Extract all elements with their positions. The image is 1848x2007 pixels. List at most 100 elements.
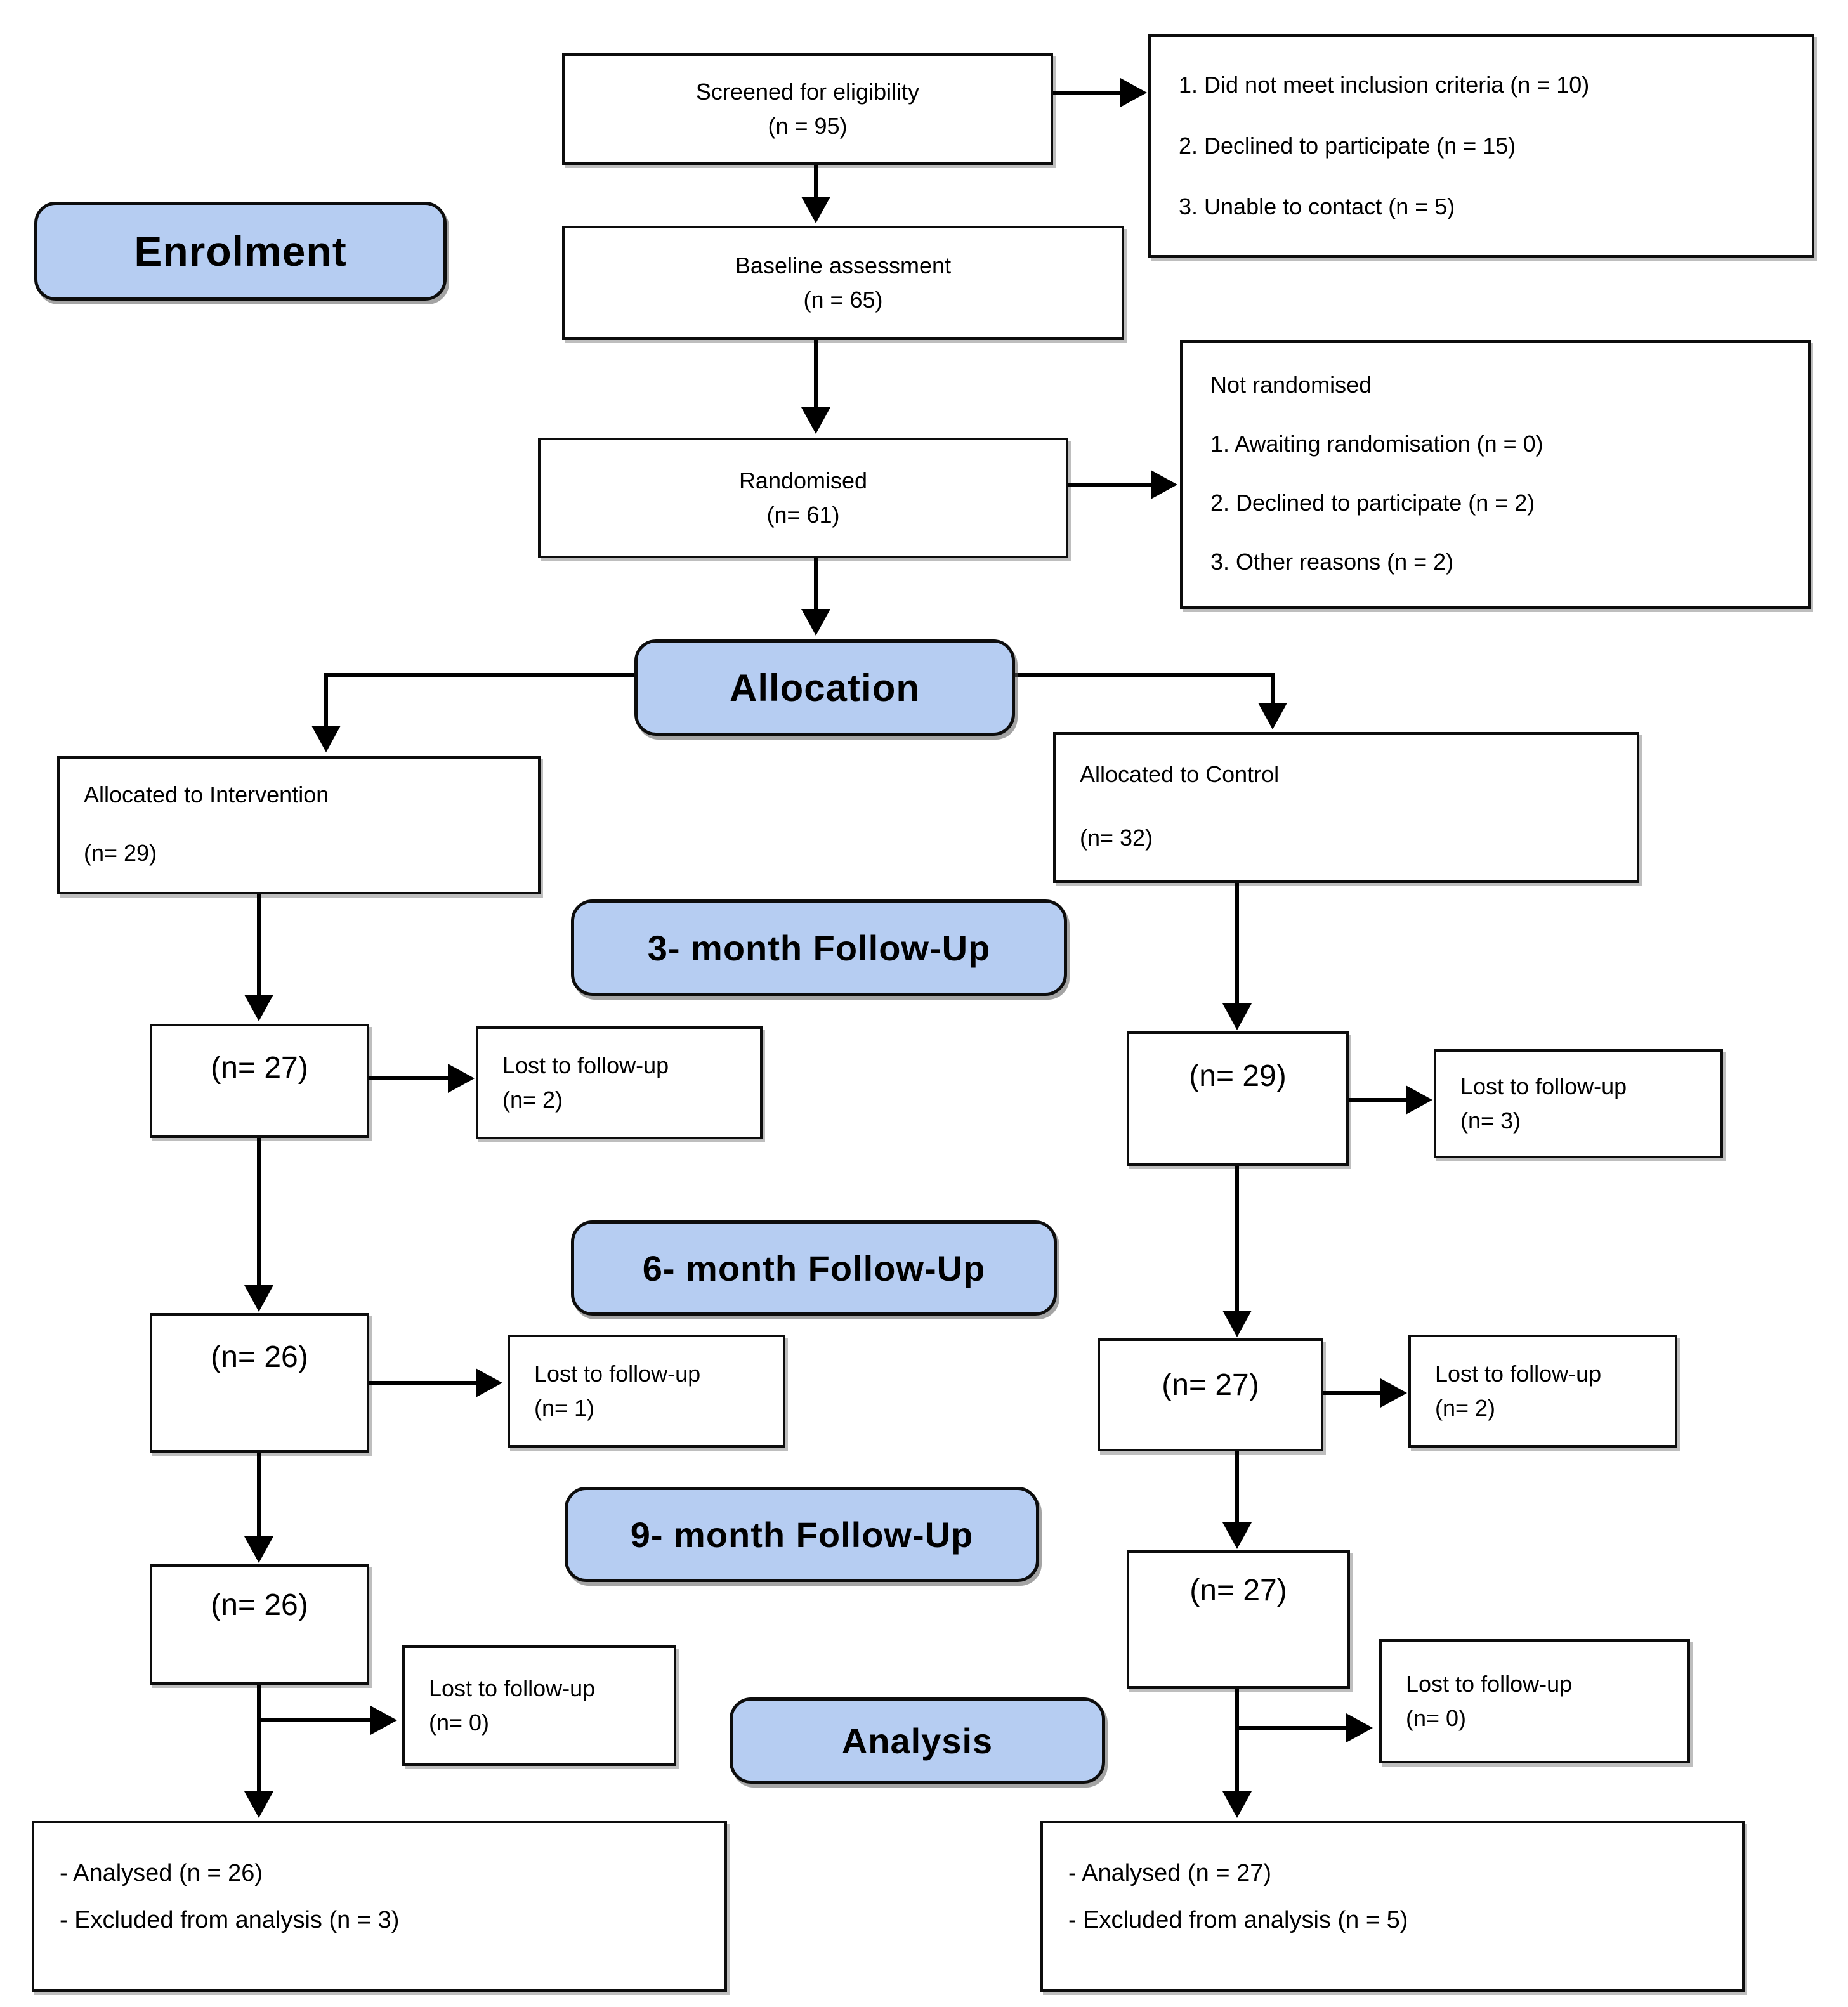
arrow-fu6-to-fu9-control-head [1222, 1522, 1252, 1549]
arrow-control-to-fu3-head [1222, 1003, 1252, 1030]
fu6-intervention-lost-title: Lost to follow-up [534, 1361, 701, 1387]
fu9-intervention-branch-drop [257, 1685, 261, 1794]
arrow-fu9-control-to-analysis-head [1222, 1791, 1252, 1818]
screening-exclusions-box: 1. Did not meet inclusion criteria (n = … [1148, 34, 1814, 258]
not-randomised-item: 3. Other reasons (n = 2) [1210, 548, 1454, 575]
fu9-intervention-box: (n= 26) [150, 1564, 369, 1685]
arrow-fu3-to-fu6-intervention-line [257, 1138, 261, 1286]
allocated-intervention-title: Allocated to Intervention [84, 781, 329, 807]
fu3-intervention-n: (n= 27) [211, 1051, 308, 1085]
allocation-split-right-drop [1271, 673, 1275, 705]
fu3-control-lost-box: Lost to follow-up (n= 3) [1434, 1049, 1723, 1158]
allocated-control-n: (n= 32) [1080, 825, 1153, 851]
screening-exclusion-item: 3. Unable to contact (n = 5) [1179, 193, 1455, 219]
arrow-fu6-intervention-lost-line [369, 1381, 478, 1385]
stage-label-enrolment-text: Enrolment [134, 228, 347, 275]
not-randomised-item: 2. Declined to participate (n = 2) [1210, 489, 1535, 516]
arrow-fu6-control-lost-line [1323, 1391, 1383, 1395]
stage-label-6-month-text: 6- month Follow-Up [642, 1248, 986, 1288]
arrow-to-intervention-head [311, 726, 341, 752]
allocated-control-box: Allocated to Control (n= 32) [1053, 732, 1639, 883]
fu3-intervention-box: (n= 27) [150, 1024, 369, 1138]
arrow-to-control-head [1258, 703, 1287, 729]
arrow-fu3-control-lost-line [1349, 1098, 1410, 1102]
arrow-fu9-control-lost-head [1346, 1713, 1373, 1742]
stage-label-allocation: Allocation [634, 639, 1015, 736]
arrow-fu6-intervention-lost-head [476, 1368, 502, 1397]
fu3-intervention-lost-title: Lost to follow-up [502, 1052, 669, 1078]
fu9-intervention-lost-title: Lost to follow-up [429, 1675, 596, 1701]
arrow-fu6-control-lost-head [1380, 1378, 1407, 1408]
allocation-split-right-line [1015, 673, 1275, 677]
analysed-intervention-excluded-line: - Excluded from analysis (n = 3) [60, 1907, 400, 1934]
allocated-control-title: Allocated to Control [1080, 761, 1280, 787]
fu9-control-n: (n= 27) [1189, 1574, 1287, 1607]
fu6-control-box: (n= 27) [1098, 1338, 1323, 1451]
not-randomised-item: 1. Awaiting randomisation (n = 0) [1210, 430, 1543, 457]
stage-label-3-month-follow-up: 3- month Follow-Up [571, 899, 1067, 996]
screened-box: Screened for eligibility (n = 95) [562, 53, 1053, 165]
arrow-fu3-intervention-lost-line [369, 1076, 450, 1080]
arrow-fu6-to-fu9-intervention-line [257, 1453, 261, 1539]
not-randomised-box: Not randomised 1. Awaiting randomisation… [1180, 340, 1811, 609]
arrow-fu3-to-fu6-control-head [1222, 1311, 1252, 1337]
fu9-intervention-lost-box: Lost to follow-up (n= 0) [402, 1645, 676, 1766]
stage-label-enrolment: Enrolment [34, 202, 447, 301]
stage-label-analysis-text: Analysis [841, 1720, 993, 1761]
analysed-control-excluded-line: - Excluded from analysis (n = 5) [1068, 1907, 1408, 1934]
arrow-randomised-to-notrandomised-head [1151, 470, 1177, 499]
allocated-intervention-box: Allocated to Intervention (n= 29) [57, 756, 541, 894]
arrow-fu6-to-fu9-control-line [1235, 1451, 1239, 1525]
analysed-control-line: - Analysed (n = 27) [1068, 1860, 1272, 1886]
fu6-intervention-lost-box: Lost to follow-up (n= 1) [508, 1335, 785, 1448]
arrow-baseline-to-randomised-line [814, 340, 818, 410]
allocation-split-left-drop [324, 673, 328, 728]
arrow-fu9-intervention-lost-head [370, 1706, 397, 1735]
arrow-randomised-to-notrandomised-line [1068, 483, 1153, 487]
fu9-control-branch-right-line [1237, 1726, 1349, 1730]
baseline-n: (n = 65) [803, 287, 883, 313]
allocated-intervention-n: (n= 29) [84, 840, 157, 866]
arrow-screened-to-baseline-line [814, 165, 818, 199]
analysed-control-box: - Analysed (n = 27) - Excluded from anal… [1040, 1821, 1745, 1992]
arrow-fu6-to-fu9-intervention-head [244, 1536, 273, 1563]
randomised-title: Randomised [738, 467, 868, 494]
stage-label-9-month-text: 9- month Follow-Up [630, 1514, 974, 1555]
arrow-fu3-to-fu6-control-line [1235, 1166, 1239, 1313]
arrow-intervention-to-fu3-head [244, 995, 273, 1021]
arrow-randomised-to-allocation-head [801, 609, 830, 636]
analysed-intervention-line: - Analysed (n = 26) [60, 1860, 263, 1886]
stage-label-allocation-text: Allocation [729, 666, 920, 709]
fu9-intervention-n: (n= 26) [211, 1588, 308, 1622]
arrow-fu9-intervention-to-analysis-head [244, 1791, 273, 1818]
fu3-control-box: (n= 29) [1127, 1031, 1349, 1166]
fu6-intervention-n: (n= 26) [211, 1340, 308, 1374]
fu9-control-lost-box: Lost to follow-up (n= 0) [1379, 1639, 1690, 1763]
fu9-intervention-branch-right-line [259, 1718, 373, 1722]
fu3-intervention-lost-n: (n= 2) [502, 1087, 563, 1113]
fu9-control-lost-n: (n= 0) [1406, 1705, 1467, 1731]
randomised-box: Randomised (n= 61) [538, 438, 1068, 558]
fu3-control-lost-n: (n= 3) [1460, 1108, 1521, 1134]
not-randomised-title: Not randomised [1210, 371, 1372, 398]
arrow-fu3-intervention-lost-head [448, 1064, 475, 1093]
arrow-screened-to-baseline-head [801, 197, 830, 223]
fu9-control-lost-title: Lost to follow-up [1406, 1671, 1573, 1697]
stage-label-6-month-follow-up: 6- month Follow-Up [571, 1220, 1057, 1316]
arrow-screened-to-exclusions-line [1053, 91, 1123, 95]
arrow-baseline-to-randomised-head [801, 407, 830, 434]
stage-label-3-month-text: 3- month Follow-Up [647, 927, 991, 968]
fu6-control-lost-title: Lost to follow-up [1435, 1361, 1602, 1387]
analysed-intervention-box: - Analysed (n = 26) - Excluded from anal… [32, 1821, 727, 1992]
stage-label-9-month-follow-up: 9- month Follow-Up [565, 1487, 1039, 1582]
baseline-assessment-box: Baseline assessment (n = 65) [562, 226, 1124, 340]
arrow-fu3-to-fu6-intervention-head [244, 1285, 273, 1312]
baseline-title: Baseline assessment [735, 252, 952, 278]
arrow-screened-to-exclusions-head [1120, 78, 1147, 107]
arrow-control-to-fu3-line [1235, 883, 1239, 1005]
screened-title: Screened for eligibility [695, 79, 920, 105]
fu9-control-box: (n= 27) [1127, 1550, 1350, 1689]
fu6-control-lost-box: Lost to follow-up (n= 2) [1408, 1335, 1677, 1448]
fu3-intervention-lost-box: Lost to follow-up (n= 2) [476, 1026, 763, 1139]
